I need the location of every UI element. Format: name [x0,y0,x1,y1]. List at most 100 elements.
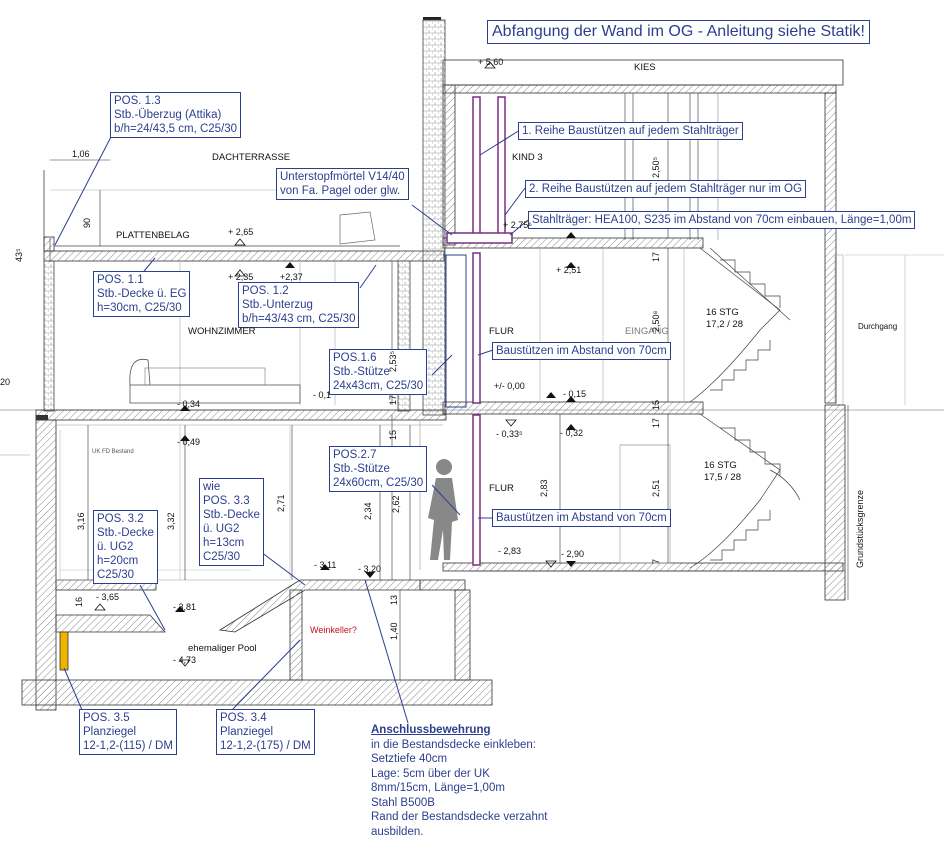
pos16-line1: POS.1.6 [333,352,377,364]
anschluss-title: Anschlussbewehrung [371,724,491,736]
anschluss-line7: ausbilden. [371,825,424,838]
stair-label-eg: 16 STG 17,2 / 28 [706,307,743,331]
pos13-callout: POS. 1.3 Stb.-Überzug (Attika) b/h=24/43… [110,92,242,138]
pos12-line1: POS. 1.2 [242,285,289,297]
pos32-callout: POS. 3.2 Stb.-Decke ü. UG2 h=20cm C25/30 [93,510,158,584]
reihe2-callout: 2. Reihe Baustützen auf jedem Stahlträge… [525,180,806,198]
stair-eg-ratio: 17,2 / 28 [706,319,743,330]
dim-262: 2,62 [391,495,401,513]
unterstopf-line1: Unterstopfmörtel V14/40 [280,171,405,183]
room-eingang: EINGANG [625,326,669,337]
pos27-line3: 24x60cm, C25/30 [333,477,424,489]
pos33-line1: wie [203,481,221,493]
pos27-line2: Stb.-Stütze [333,463,390,475]
level-235: + 2,35 [228,272,254,282]
pos32-line2: Stb.-Decke [97,527,154,539]
pos13-line1: POS. 1.3 [114,95,161,107]
abfangung-callout: Abfangung der Wand im OG - Anleitung sie… [487,20,870,44]
level-033: - 0,33⁵ [496,429,523,439]
pos33-line6: C25/30 [203,551,241,563]
dim-234: 2,34 [363,502,373,520]
pos13-line2: Stb.-Überzug (Attika) [114,109,222,121]
reihe1-callout: 1. Reihe Baustützen auf jedem Stahlträge… [518,122,743,140]
level-290: - 2,90 [561,549,585,559]
level-015: - 0,15 [563,389,587,399]
pos32-line4: h=20cm [97,555,139,567]
pos27-line1: POS.2.7 [333,449,377,461]
level-473: - 4,73 [173,655,197,665]
pos32-slab [55,614,166,633]
pos33-line5: h=13cm [203,537,245,549]
reihe2-text: 2. Reihe Baustützen auf jedem Stahlträge… [529,183,802,195]
dim-283: 2,83 [539,479,549,497]
pos11-line1: POS. 1.1 [97,274,144,286]
pos35-line1: POS. 3.5 [83,712,130,724]
ug-left-wall [35,419,57,711]
leader-lines [54,129,529,724]
pos12-line2: Stb.-Unterzug [242,299,313,311]
pos35-line3: 12-1,2-(115) / DM [83,740,173,752]
room-flur-eg: FLUR [489,326,514,337]
dim-106: 1,06 [72,149,90,159]
dim-20: 20 [0,377,11,387]
right-wall [824,92,837,404]
reihe1-text: 1. Reihe Baustützen auf jedem Stahlträge… [522,125,739,137]
eg-floor-slab-right [442,401,704,415]
room-weinkeller: Weinkeller? [310,625,357,635]
pos11-line3: h=30cm, C25/30 [97,302,182,314]
dim-2508: 2,50⁸ [651,310,661,332]
dim-140: 1,40 [389,622,399,640]
anschluss-line2: Setztiefe 40cm [371,753,448,765]
pos16-callout: POS.1.6 Stb.-Stütze 24x43cm, C25/30 [329,349,428,395]
pos34-wall [289,589,303,681]
anschluss-line1: in die Bestandsdecke einkleben: [371,738,536,751]
dim-7: 7 [651,558,661,564]
pos12-callout: POS. 1.2 Stb.-Unterzug b/h=43/43 cm, C25… [238,282,360,328]
pos16-line3: 24x43cm, C25/30 [333,380,424,392]
pos35-callout: POS. 3.5 Planziegel 12-1,2-(115) / DM [79,709,177,755]
baustuetzen2-text: Baustützen im Abstand von 70cm [496,512,667,524]
dim-332: 3,32 [166,512,176,530]
pos34-line1: POS. 3.4 [220,712,267,724]
stair-eg [689,247,791,403]
dim-13: 13 [389,594,399,605]
level-237: +2,37 [280,272,303,282]
pos34-callout: POS. 3.4 Planziegel 12-1,2-(175) / DM [216,709,315,755]
room-kies: KIES [634,62,656,73]
baustuetzen1-callout: Baustützen im Abstand von 70cm [492,342,671,360]
level-560: + 5,60 [478,57,504,67]
level-365: - 3,65 [96,592,120,602]
level-049: - 0,49 [177,437,201,447]
level-032: - 0,32 [560,428,584,438]
pos27-callout: POS.2.7 Stb.-Stütze 24x60cm, C25/30 [329,446,428,492]
ug-right-wall [824,404,846,601]
room-wohnzimmer: WOHNZIMMER [188,326,256,337]
room-flur-ug: FLUR [489,483,514,494]
stair-eg-count: 16 STG [706,307,739,318]
unterstopf-line2: von Fa. Pagel oder glw. [280,185,401,197]
pos32-line3: ü. UG2 [97,541,134,553]
baustuetzen1-text: Baustützen im Abstand von 70cm [496,345,667,357]
eg-left-wall [43,260,55,412]
eg-ceiling-slab [43,250,445,262]
pos33-line3: Stb.-Decke [203,509,260,521]
terrace-chair [339,211,376,245]
pos35-yellow-wall [59,631,69,671]
room-pool: ehemaliger Pool [188,643,257,654]
stahltraeger-callout: Stahlträger: HEA100, S235 im Abstand von… [528,211,916,229]
level-381: - 3,81 [173,602,197,612]
dim-2505: 2,50⁵ [651,156,661,178]
stair-label-ug: 16 STG 17,5 / 28 [704,460,741,484]
pos13-line3: b/h=24/43,5 cm, C25/30 [114,123,238,135]
level-265: + 2,65 [228,227,254,237]
room-plattenbelag: PLATTENBELAG [116,230,190,241]
level-283: - 2,83 [498,546,522,556]
pos33-line2: POS. 3.3 [203,495,250,507]
room-dachterrasse: DACHTERRASSE [212,152,291,163]
pos34-line3: 12-1,2-(175) / DM [220,740,311,752]
dim-435: 43⁵ [14,248,24,262]
baustuetzen2-callout: Baustützen im Abstand von 70cm [492,509,671,527]
anschluss-line5: Stahl B500B [371,796,435,809]
level-251: + 2,51 [556,265,582,275]
stair-ug-count: 16 STG [704,460,737,471]
